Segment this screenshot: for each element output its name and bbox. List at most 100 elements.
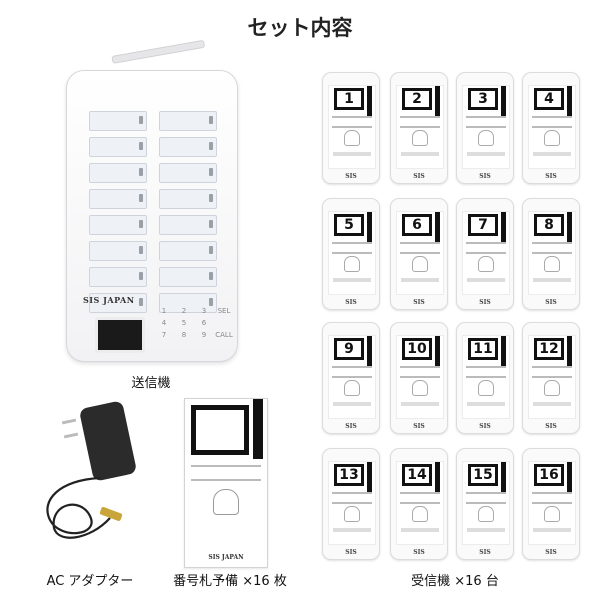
charging-slot [89, 189, 147, 209]
pager-side-band [435, 212, 440, 242]
pager-card: 5 [328, 211, 376, 295]
pager-fine-print [401, 152, 439, 156]
pager-number: 12 [534, 338, 564, 360]
pager-logo: SIS [545, 299, 557, 306]
pager-fine-print [401, 402, 439, 406]
transmitter-antenna [111, 39, 206, 64]
pager-text-lines [332, 242, 372, 254]
pager-logo: SIS [479, 423, 491, 430]
pager-logo: SIS [345, 299, 357, 306]
pager-fine-print [333, 528, 371, 532]
adapter-prong [61, 418, 77, 425]
pager-logo: SIS [479, 299, 491, 306]
charging-slot [159, 137, 217, 157]
pager-fine-print [467, 278, 505, 282]
bell-icon [412, 506, 428, 522]
pager-text-lines [400, 366, 440, 378]
keypad-key: 8 [181, 331, 187, 339]
keypad-key: 3 [201, 307, 207, 315]
keypad-key: 7 [161, 331, 167, 339]
pager-fine-print [467, 402, 505, 406]
card-side-band [253, 399, 263, 459]
charging-slots [89, 111, 217, 319]
pager-fine-print [401, 278, 439, 282]
pager-card: 11 [462, 335, 510, 419]
pager-side-band [567, 462, 572, 492]
pager-side-band [501, 462, 506, 492]
bell-icon [344, 256, 360, 272]
pager-number: 3 [468, 88, 498, 110]
pager-number: 6 [402, 214, 432, 236]
pager-side-band [501, 212, 506, 242]
pager-text-lines [466, 242, 506, 254]
bell-icon [544, 256, 560, 272]
charging-slot [89, 137, 147, 157]
slot-row [89, 189, 217, 209]
charging-slot [89, 163, 147, 183]
pager-logo: SIS [545, 173, 557, 180]
slot-row [89, 267, 217, 287]
pager-card: 10 [396, 335, 444, 419]
pager-side-band [435, 462, 440, 492]
pager-text-lines [332, 116, 372, 128]
bell-icon [213, 489, 239, 515]
bell-icon [544, 130, 560, 146]
charging-slot [89, 111, 147, 131]
pager-card: 15 [462, 461, 510, 545]
pager-fine-print [533, 402, 571, 406]
pager-side-band [567, 86, 572, 116]
pager-side-band [501, 86, 506, 116]
bell-icon [544, 506, 560, 522]
pager-logo: SIS [545, 549, 557, 556]
bell-icon [344, 506, 360, 522]
pager-logo: SIS [413, 549, 425, 556]
adapter-caption: AC アダプター [46, 574, 134, 589]
pager-number: 2 [402, 88, 432, 110]
pager-text-lines [400, 242, 440, 254]
slot-row [89, 163, 217, 183]
pager-number: 15 [468, 464, 498, 486]
pager-side-band [367, 86, 372, 116]
slot-row [89, 137, 217, 157]
charging-slot [159, 215, 217, 235]
keypad-key [215, 319, 233, 327]
card-number-frame [191, 405, 249, 455]
pager-card: 2 [396, 85, 444, 169]
pager-text-lines [466, 492, 506, 504]
pager-number: 4 [534, 88, 564, 110]
pager-card: 8 [528, 211, 576, 295]
keypad-key: 5 [181, 319, 187, 327]
transmitter-brand: SIS JAPAN [83, 295, 135, 305]
charging-slot [159, 293, 217, 313]
pager-side-band [435, 336, 440, 366]
pager-logo: SIS [479, 549, 491, 556]
pager-logo: SIS [413, 173, 425, 180]
pager-fine-print [467, 152, 505, 156]
adapter-cable [46, 476, 111, 539]
pager-fine-print [333, 278, 371, 282]
pager-card: 9 [328, 335, 376, 419]
pager-side-band [501, 336, 506, 366]
pager-logo: SIS [345, 173, 357, 180]
pager-number: 13 [334, 464, 364, 486]
bell-icon [412, 130, 428, 146]
charging-slot [159, 111, 217, 131]
charging-slot [159, 189, 217, 209]
pager-number: 14 [402, 464, 432, 486]
charging-slot [159, 163, 217, 183]
pager-text-lines [332, 366, 372, 378]
pager-card: 12 [528, 335, 576, 419]
